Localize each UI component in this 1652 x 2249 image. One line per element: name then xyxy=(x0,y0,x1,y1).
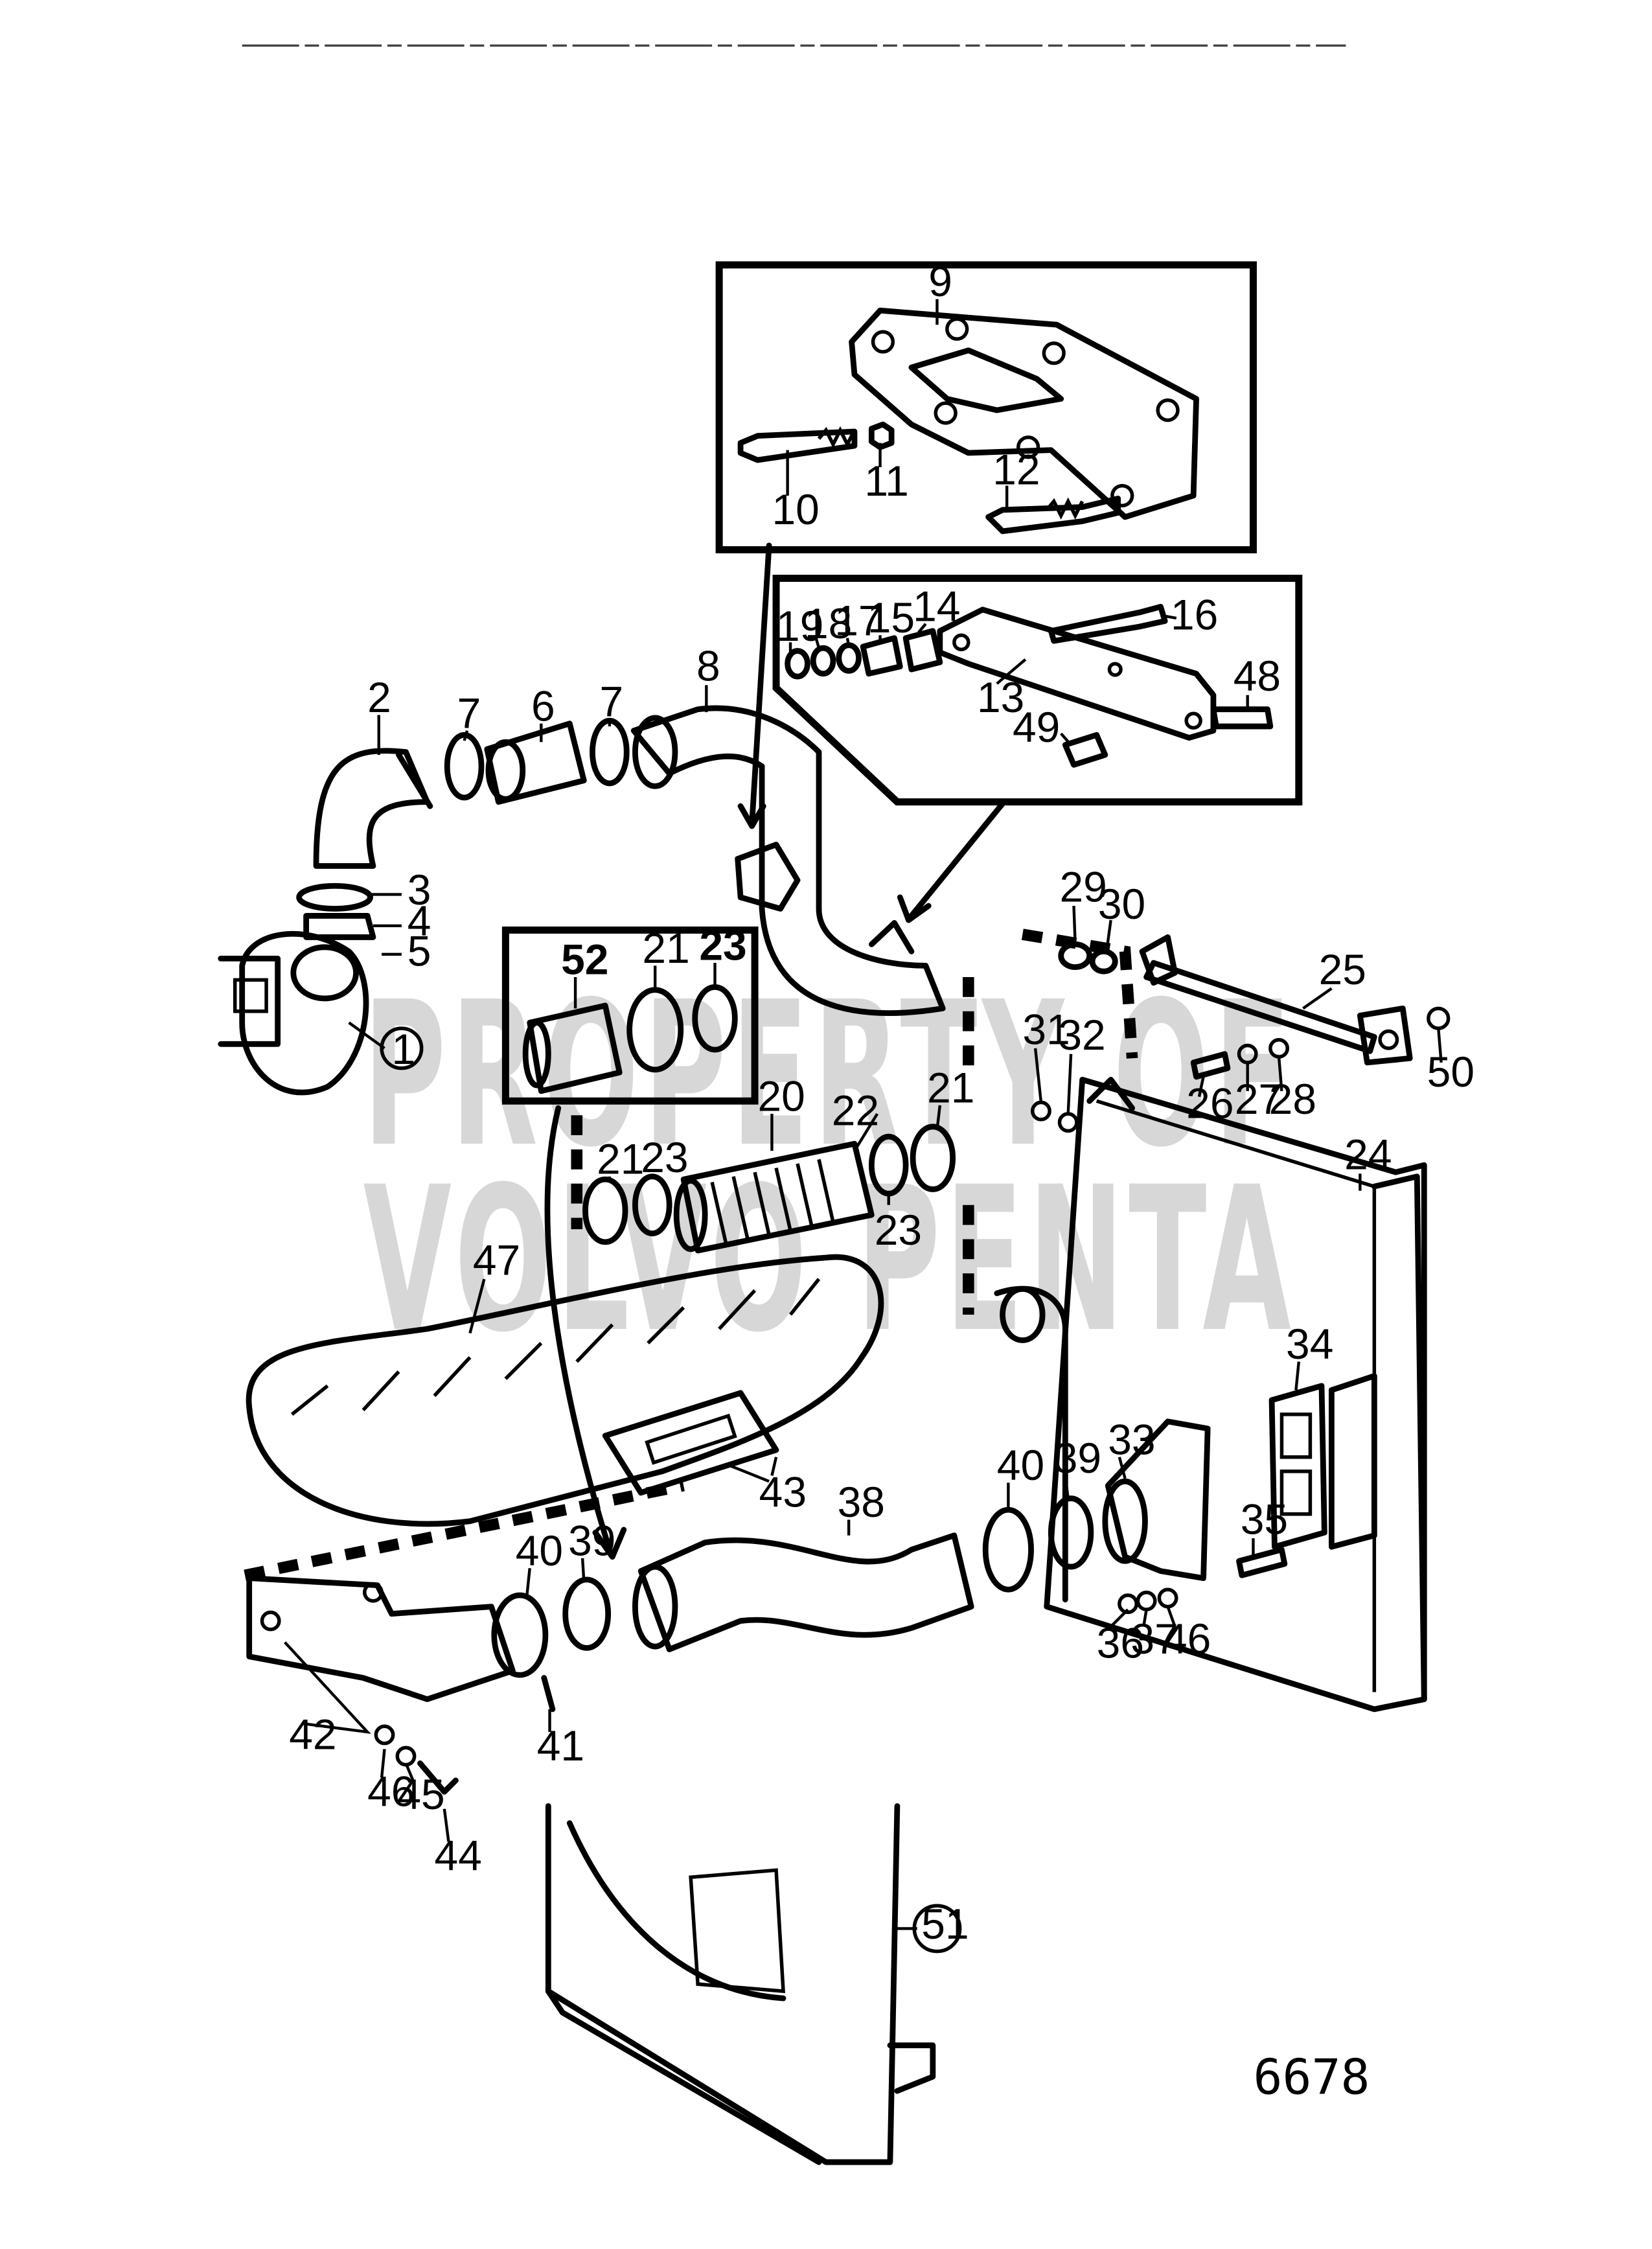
callout-leader-lines xyxy=(284,299,1443,1930)
callout-50: 50 xyxy=(1427,1048,1474,1096)
callout-21a: 21 xyxy=(642,924,689,972)
callout-36: 36 xyxy=(1097,1619,1144,1667)
callout-44: 44 xyxy=(434,1831,481,1879)
callout-20: 20 xyxy=(757,1072,805,1120)
callout-41: 41 xyxy=(537,1722,584,1770)
callout-8: 8 xyxy=(696,642,720,690)
callout-39a: 39 xyxy=(568,1516,615,1564)
flex-hose-assembly xyxy=(582,1124,956,1254)
upper-air-pipe-assembly xyxy=(313,705,946,1016)
callout-25: 25 xyxy=(1319,945,1366,993)
callout-38: 38 xyxy=(838,1478,885,1526)
callout-40a: 40 xyxy=(516,1527,563,1574)
callout-7a: 7 xyxy=(457,689,481,737)
callout-23c: 23 xyxy=(875,1206,922,1254)
callout-2: 2 xyxy=(367,673,391,721)
callout-21b: 21 xyxy=(927,1063,974,1111)
callout-48: 48 xyxy=(1233,652,1281,700)
bracket-inset-box xyxy=(715,261,1257,553)
callout-47: 47 xyxy=(473,1236,520,1284)
callout-26: 26 xyxy=(1186,1079,1233,1127)
callout-51: 51 xyxy=(921,1900,969,1948)
callout-46b: 46 xyxy=(1164,1615,1211,1663)
callout-labels: 1 2 3 4 5 6 7 7 8 9 10 11 12 13 14 15 16… xyxy=(289,257,1474,1948)
callout-16: 16 xyxy=(1171,591,1218,639)
callout-12: 12 xyxy=(992,445,1040,493)
callout-9: 9 xyxy=(928,257,952,305)
callout-circle-1 xyxy=(380,1026,424,1070)
callout-49: 49 xyxy=(1013,703,1060,751)
callout-45: 45 xyxy=(397,1770,444,1818)
callout-23a: 23 xyxy=(699,921,746,969)
callout-40b: 40 xyxy=(997,1441,1044,1489)
callout-21c: 21 xyxy=(597,1135,644,1182)
callout-7b: 7 xyxy=(599,678,623,726)
callout-23b: 23 xyxy=(641,1133,688,1181)
callout-46a: 46 xyxy=(367,1767,415,1815)
callout-11: 11 xyxy=(864,457,908,505)
intercooler-core xyxy=(994,1076,1427,1713)
callout-5: 5 xyxy=(407,927,431,975)
heat-exchanger-housing xyxy=(545,1803,936,2165)
callout-42: 42 xyxy=(289,1710,336,1758)
callout-6: 6 xyxy=(531,682,555,730)
callout-28: 28 xyxy=(1269,1075,1316,1123)
callout-15: 15 xyxy=(867,594,915,641)
callout-30: 30 xyxy=(1098,880,1145,928)
callout-39b: 39 xyxy=(1054,1434,1101,1482)
callout-29: 29 xyxy=(1060,862,1107,910)
callout-52: 52 xyxy=(561,936,608,984)
callout-18: 18 xyxy=(805,599,852,647)
callout-34: 34 xyxy=(1286,1320,1333,1368)
callout-circle-51 xyxy=(912,1904,962,1954)
callout-10: 10 xyxy=(772,485,819,533)
callout-32: 32 xyxy=(1058,1011,1105,1059)
charge-air-manifold xyxy=(246,1254,884,1527)
callout-33: 33 xyxy=(1108,1415,1155,1463)
callout-4: 4 xyxy=(407,897,431,945)
turbocharger-housing xyxy=(218,882,376,1096)
figure-number: 6678 xyxy=(1253,2049,1370,2105)
callout-22: 22 xyxy=(832,1087,879,1135)
callout-43: 43 xyxy=(759,1468,807,1516)
hose-clamp-inset-box xyxy=(501,926,759,1105)
callout-1: 1 xyxy=(392,1025,416,1073)
callout-35: 35 xyxy=(1241,1495,1288,1543)
callout-17: 17 xyxy=(834,596,882,644)
callout-31: 31 xyxy=(1022,1005,1070,1053)
callout-3: 3 xyxy=(407,866,431,914)
callout-13: 13 xyxy=(977,673,1024,721)
plate-inset-box xyxy=(772,574,1303,806)
callout-14: 14 xyxy=(913,582,960,630)
callout-27: 27 xyxy=(1235,1075,1282,1123)
callout-19: 19 xyxy=(776,602,823,650)
callout-37: 37 xyxy=(1130,1615,1178,1663)
callout-24: 24 xyxy=(1344,1131,1392,1179)
lower-air-pipe-assembly xyxy=(246,1418,1288,1795)
